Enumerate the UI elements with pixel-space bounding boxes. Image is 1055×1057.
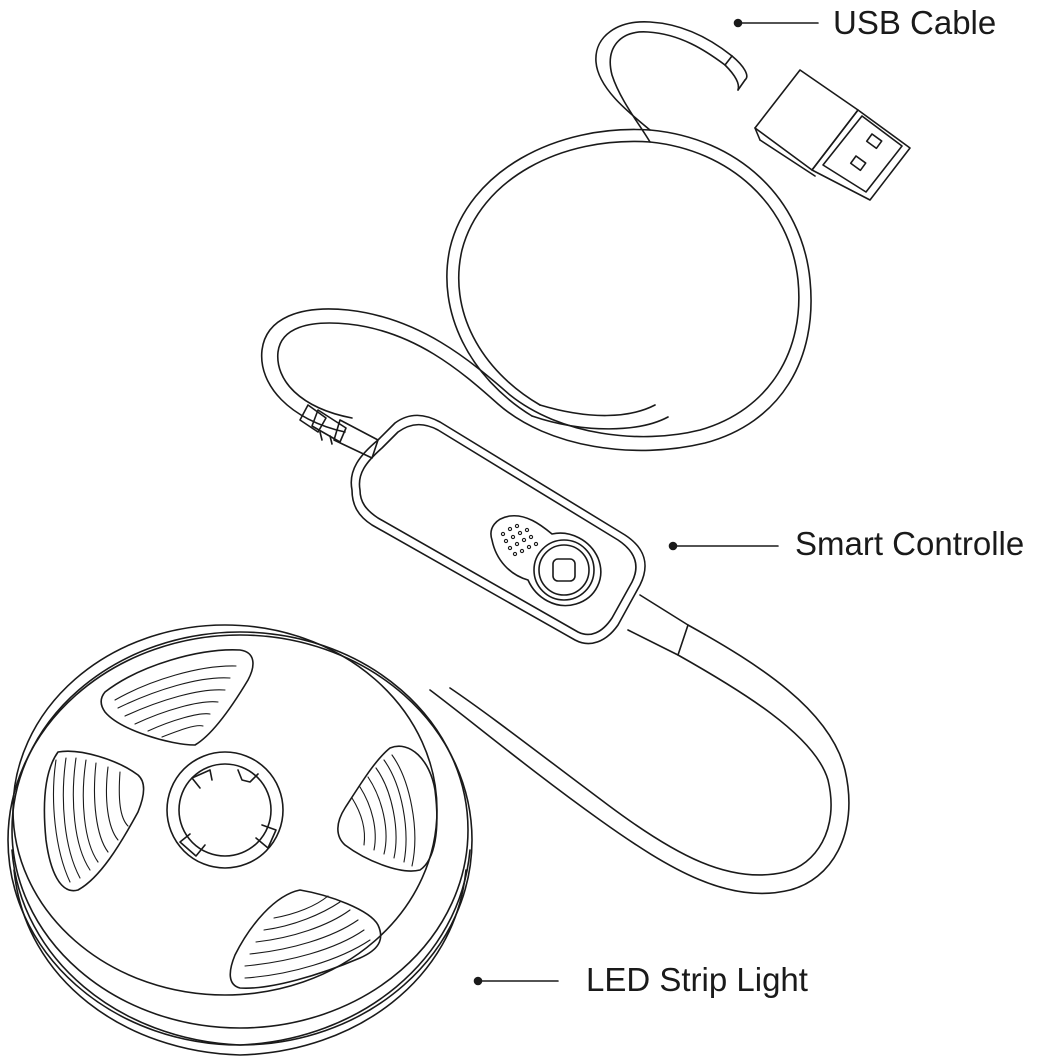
smart-controller <box>350 414 689 656</box>
strip-coil-right <box>351 754 416 867</box>
reel-window-top <box>100 649 254 746</box>
led-strip-light-label: LED Strip Light <box>586 961 808 998</box>
strip-coil-left <box>52 757 129 883</box>
mic-holes <box>500 523 539 557</box>
usb-cable-loop <box>260 21 812 452</box>
reel-window-left <box>43 750 145 892</box>
led-strip-reel <box>7 624 473 1056</box>
reel-window-bottom <box>229 889 382 989</box>
strip-coil-top <box>114 665 237 738</box>
smart-controller-label: Smart Controlle <box>795 525 1025 562</box>
usb-plug <box>754 69 911 201</box>
usb-cable-label: USB Cable <box>833 4 997 41</box>
strip-cable-loop <box>429 624 850 895</box>
callout-leaders <box>473 18 819 986</box>
reel-window-right <box>337 745 438 872</box>
strip-coil-bottom <box>244 895 371 979</box>
